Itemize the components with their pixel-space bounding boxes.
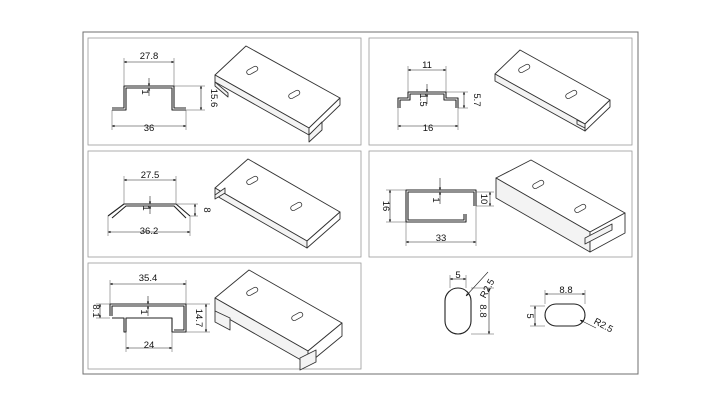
profile-4-lip: 10: [478, 194, 489, 205]
profile-3-bottom-width: 36.2: [140, 226, 159, 237]
profile-3-top-width: 27.5: [141, 170, 160, 181]
profile-2-height: 5.7: [471, 93, 482, 106]
profile-5-flange: 8.1: [90, 304, 101, 317]
profile-1-thickness: 1: [139, 89, 150, 94]
panel-profile-5: 35.4 24 8.1 14.7 1: [87, 262, 362, 371]
rail-1-isometric: [214, 45, 341, 143]
profile-5-bottom-width: 24: [144, 340, 155, 351]
profile-3-height: 8: [201, 207, 212, 212]
profile-4-width: 33: [436, 233, 447, 244]
profile-5-thickness: 1: [138, 309, 149, 314]
rail-2-isometric: [494, 49, 611, 132]
profile-1-top-width: 27.8: [140, 51, 159, 62]
profile-4-height: 16: [380, 201, 391, 212]
rail-3-isometric: [214, 158, 341, 249]
profile-4-section: [405, 189, 477, 223]
rail-5-isometric: [214, 269, 343, 371]
profile-2-top-width: 11: [422, 60, 432, 71]
profile-4-thickness: 1: [430, 197, 441, 202]
slot-detail-vertical: 5 8.8 R2.5: [444, 270, 497, 335]
profile-1-bottom-width: 36: [144, 123, 155, 134]
profile-1-height: 15.6: [208, 89, 219, 108]
rail-4-isometric: [495, 159, 626, 253]
slot-horizontal-length: 8.8: [559, 285, 572, 296]
profile-2-thickness: 1.5: [417, 93, 428, 106]
profile-3-thickness: 1: [140, 205, 151, 210]
slot-horizontal-width: 5: [524, 313, 535, 318]
panel-profile-4: 33 16 10 1: [368, 150, 633, 258]
panel-profile-1: 27.8 36 15.6 1: [87, 37, 362, 146]
profile-2-bottom-width: 16: [423, 123, 434, 134]
slot-vertical-width: 5: [455, 270, 460, 281]
panel-profile-3: 27.5 36.2 8 1: [87, 150, 362, 258]
slot-vertical-length: 8.8: [477, 304, 488, 317]
profile-5-top-width: 35.4: [139, 273, 158, 284]
profile-5-section: [109, 303, 187, 333]
profile-5-height: 14.7: [193, 309, 204, 328]
panel-profile-2: 11 16 5.7 1.5: [368, 37, 633, 146]
